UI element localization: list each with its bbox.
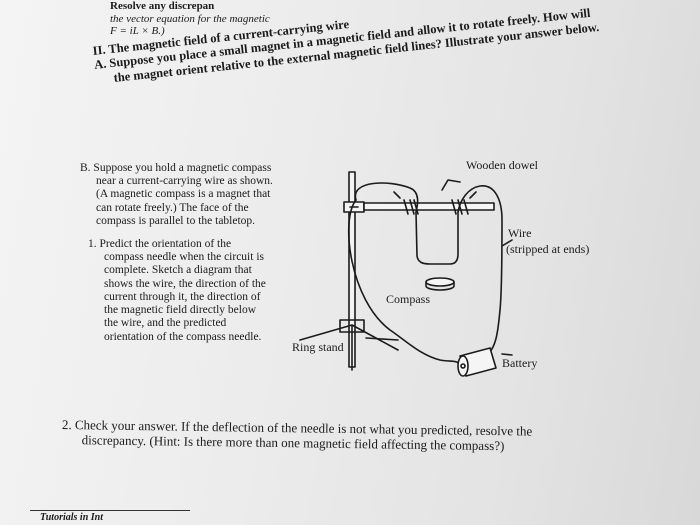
header-line-3: F = iL × B.)	[110, 25, 165, 38]
label-battery: Battery	[502, 356, 538, 370]
header-line-1: Resolve any discrepan	[110, 0, 215, 12]
footer-rule	[30, 510, 190, 511]
q1-line-1: 1. Predict the orientation of the	[88, 238, 232, 250]
q1-line-7: the wire, and the predicted	[104, 317, 227, 330]
wooden-dowel	[363, 202, 495, 211]
question-2: 2. Check your answer. If the deflection …	[62, 417, 533, 454]
section-b-line-5: compass is parallel to the tabletop.	[96, 214, 256, 227]
battery	[457, 347, 497, 377]
apparatus-diagram	[299, 171, 513, 377]
q1-line-5: current through it, the direction of	[104, 290, 261, 303]
label-wooden-dowel: Wooden dowel	[466, 158, 539, 172]
label-wire-note: (stripped at ends)	[506, 242, 590, 256]
question-1: 1. Predict the orientation of the compas…	[88, 238, 266, 344]
q1-line-2: compass needle when the circuit is	[104, 251, 264, 264]
q1-line-8: orientation of the compass needle.	[104, 330, 262, 343]
q1-line-4: shows the wire, the direction of the	[104, 277, 266, 290]
ring-stand-base	[299, 319, 399, 371]
q1-line-3: complete. Sketch a diagram that	[104, 264, 252, 277]
label-ring-stand: Ring stand	[292, 340, 344, 354]
header-fragment: Resolve any discrepan the vector equatio…	[110, 0, 270, 38]
wire-loop	[354, 182, 419, 213]
section-b: B. Suppose you hold a magnetic compass n…	[80, 162, 273, 228]
section-b-line-4: can rotate freely.) The face of the	[96, 201, 249, 214]
section-b-line-1: B. Suppose you hold a magnetic compass	[80, 162, 272, 174]
section-b-line-2: near a current-carrying wire as shown.	[96, 175, 273, 188]
q1-line-6: the magnetic field directly below	[104, 304, 256, 317]
label-compass: Compass	[386, 292, 431, 306]
label-wire: Wire	[508, 226, 532, 240]
compass	[425, 277, 455, 287]
section-b-line-3: (A magnetic compass is a magnet that	[96, 188, 271, 201]
footer-text: Tutorials in Int	[40, 512, 103, 523]
header-line-2: the vector equation for the magnetic	[110, 12, 270, 25]
wire-to-battery	[347, 199, 461, 365]
